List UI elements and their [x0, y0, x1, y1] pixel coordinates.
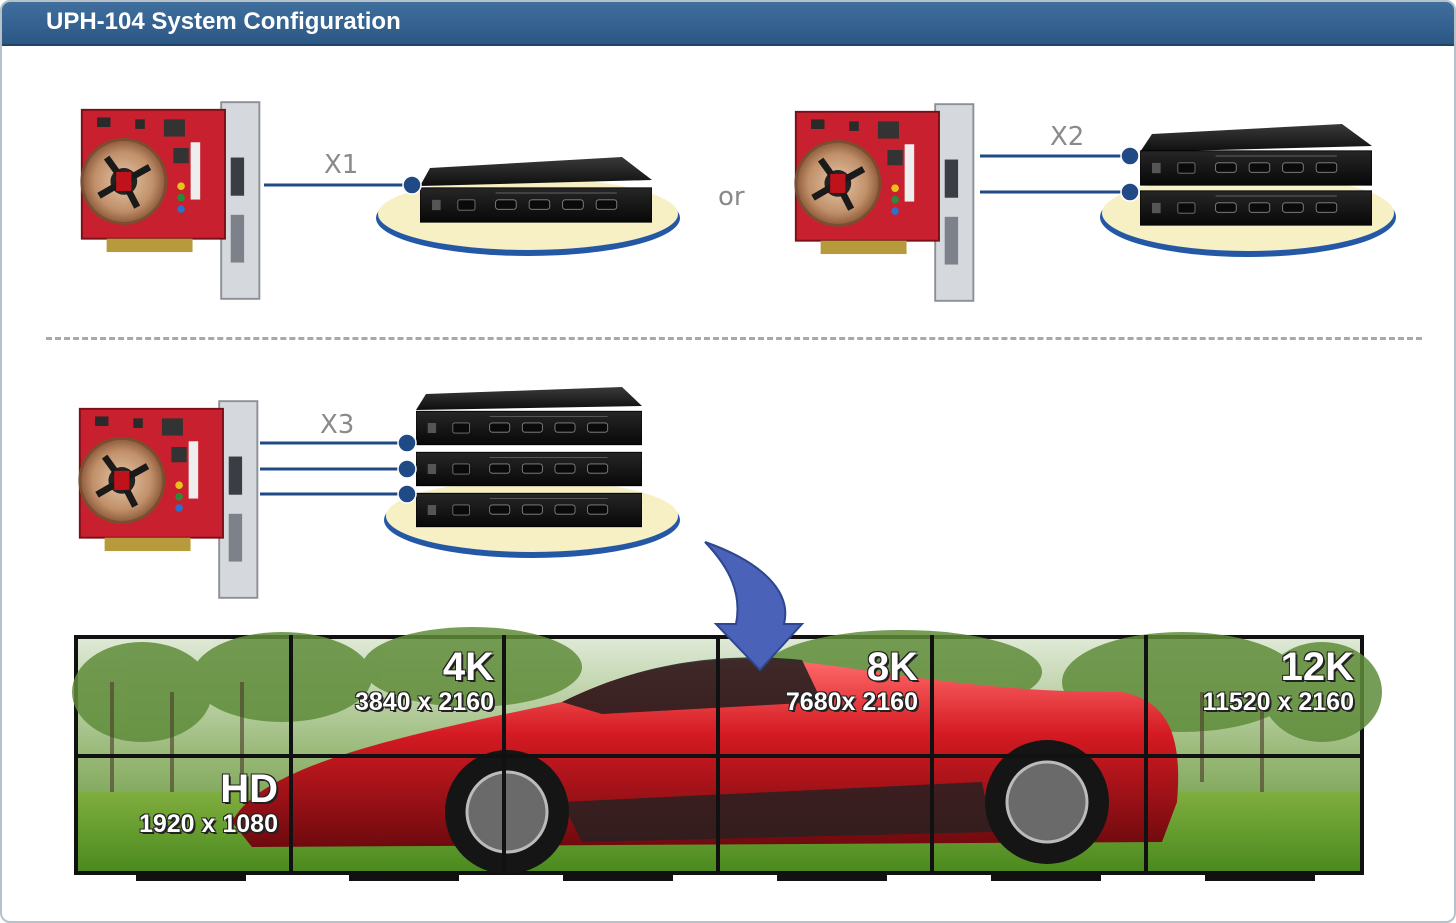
resolution-8k-name: 8K	[866, 645, 918, 689]
resolution-12k-name: 12K	[1280, 645, 1354, 689]
title-bar: UPH-104 System Configuration	[2, 2, 1454, 46]
splitter-stack-bottom	[416, 387, 642, 528]
connector-x2-upper	[1120, 146, 1140, 166]
gpu-card-top-right	[796, 104, 974, 301]
connector-x3-1	[397, 433, 417, 453]
resolution-8k-value: 7680x 2160	[785, 688, 918, 716]
flow-arrow	[704, 541, 805, 672]
resolution-8k: 8K 7680x 2160	[732, 646, 918, 716]
resolution-hd: HD 1920 x 1080	[102, 768, 278, 838]
label-x3: X3	[320, 410, 355, 440]
section-divider	[46, 337, 1422, 340]
gpu-card-top-left	[82, 102, 260, 299]
gpu-card-bottom	[80, 401, 258, 598]
splitter-device-top-right-lower	[1140, 190, 1372, 226]
label-x2: X2	[1050, 122, 1085, 152]
connector-x3-3	[397, 484, 417, 504]
splitter-device-top-left	[420, 157, 652, 223]
resolution-12k-value: 11520 x 2160	[1202, 688, 1354, 716]
label-x1: X1	[324, 150, 359, 180]
page-title: UPH-104 System Configuration	[46, 8, 401, 35]
connector-x1	[402, 175, 422, 195]
splitter-device-top-right-upper	[1140, 124, 1372, 186]
video-wall	[72, 627, 1382, 881]
label-or: or	[718, 182, 745, 212]
connector-x3-2	[397, 459, 417, 479]
resolution-4k: 4K 3840 x 2160	[302, 646, 494, 716]
resolution-4k-name: 4K	[442, 645, 494, 689]
connector-x2-lower	[1120, 182, 1140, 202]
resolution-hd-name: HD	[220, 767, 278, 811]
resolution-hd-value: 1920 x 1080	[138, 810, 278, 838]
resolution-4k-value: 3840 x 2160	[354, 688, 494, 716]
resolution-12k: 12K 11520 x 2160	[1154, 646, 1354, 716]
